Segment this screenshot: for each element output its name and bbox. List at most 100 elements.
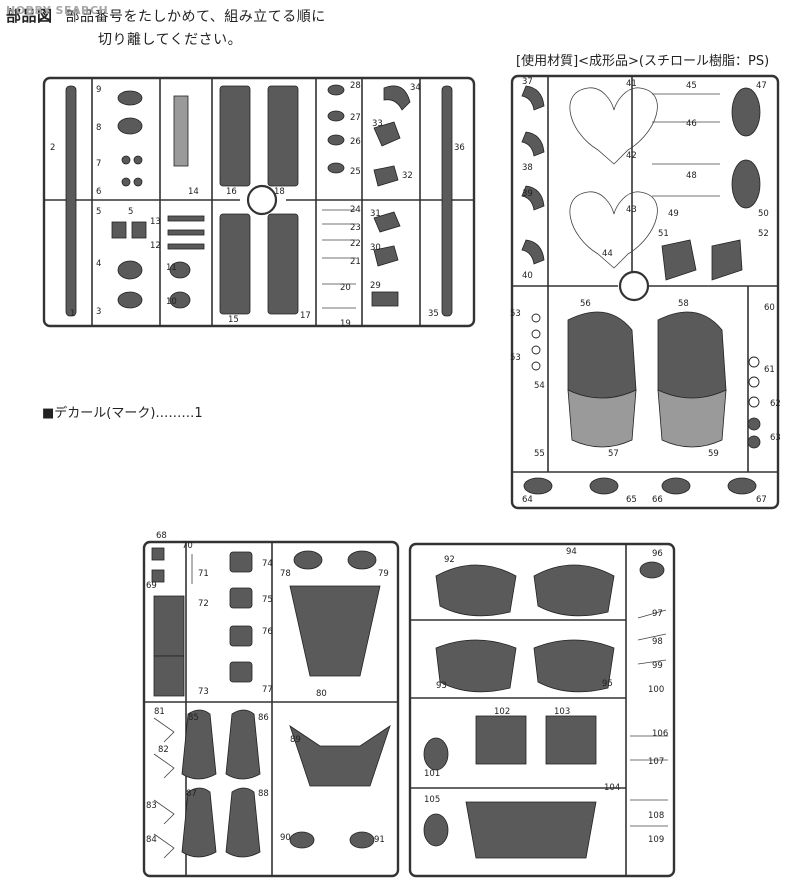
svg-text:97: 97 [652,609,663,619]
diagram-title: 部品図 [6,7,53,25]
svg-text:89: 89 [290,735,301,745]
svg-text:62: 62 [770,399,781,409]
svg-text:20: 20 [340,283,351,293]
svg-text:63: 63 [770,433,781,443]
svg-text:3: 3 [96,307,101,317]
svg-text:21: 21 [350,257,361,267]
svg-text:37: 37 [522,77,533,87]
svg-text:109: 109 [648,835,664,845]
svg-text:5: 5 [128,207,133,217]
svg-text:77: 77 [262,685,273,695]
instruction-line1: 部品番号をたしかめて、組み立てる順に [65,9,326,25]
svg-text:105: 105 [424,795,440,805]
svg-text:73: 73 [198,687,209,697]
svg-text:22: 22 [350,239,361,249]
svg-text:7: 7 [96,159,101,169]
svg-text:87: 87 [186,789,197,799]
svg-text:34: 34 [410,83,421,93]
svg-text:70: 70 [182,541,193,551]
svg-text:43: 43 [626,205,637,215]
svg-text:35: 35 [428,309,439,319]
svg-text:55: 55 [534,449,545,459]
svg-text:79: 79 [378,569,389,579]
svg-text:23: 23 [350,223,361,233]
svg-text:19: 19 [340,319,351,329]
svg-text:75: 75 [262,595,273,605]
svg-text:107: 107 [648,757,664,767]
svg-text:29: 29 [370,281,381,291]
svg-text:27: 27 [350,113,361,123]
svg-text:98: 98 [652,637,663,647]
svg-text:104: 104 [604,783,620,793]
svg-text:103: 103 [554,707,570,717]
svg-text:84: 84 [146,835,157,845]
svg-text:85: 85 [188,713,199,723]
svg-text:26: 26 [350,137,361,147]
svg-text:92: 92 [444,555,455,565]
svg-text:81: 81 [154,707,165,717]
svg-text:83: 83 [146,801,157,811]
svg-text:45: 45 [686,81,697,91]
svg-text:100: 100 [648,685,664,695]
svg-text:8: 8 [96,123,101,133]
svg-text:59: 59 [708,449,719,459]
svg-text:58: 58 [678,299,689,309]
svg-text:52: 52 [758,229,769,239]
svg-text:33: 33 [372,119,383,129]
svg-text:60: 60 [764,303,775,313]
svg-text:47: 47 [756,81,767,91]
svg-text:90: 90 [280,833,291,843]
svg-text:31: 31 [370,209,381,219]
svg-text:10: 10 [166,297,177,307]
svg-text:72: 72 [198,599,209,609]
svg-text:66: 66 [652,495,663,505]
svg-text:15: 15 [228,315,239,325]
decal-note: ■デカール(マーク)………1 [42,406,203,421]
header: 部品図 部品番号をたしかめて、組み立てる順に [6,6,426,27]
svg-text:12: 12 [150,241,161,251]
svg-text:78: 78 [280,569,291,579]
svg-text:53: 53 [510,309,521,319]
svg-text:56: 56 [580,299,591,309]
svg-text:17: 17 [300,311,311,321]
svg-text:61: 61 [764,365,775,375]
svg-text:40: 40 [522,271,533,281]
svg-text:46: 46 [686,119,697,129]
svg-text:24: 24 [350,205,361,215]
svg-text:30: 30 [370,243,381,253]
svg-text:54: 54 [534,381,545,391]
material-note: [使用材質]<成形品>(スチロール樹脂：PS) [516,54,770,69]
svg-text:53: 53 [510,353,521,363]
svg-text:95: 95 [602,679,613,689]
svg-text:2: 2 [50,143,55,153]
svg-text:18: 18 [274,187,285,197]
svg-text:68: 68 [156,531,167,541]
svg-text:5: 5 [96,207,101,217]
svg-text:67: 67 [756,495,767,505]
svg-text:25: 25 [350,167,361,177]
svg-text:71: 71 [198,569,209,579]
svg-text:1: 1 [70,309,75,319]
svg-text:6: 6 [96,187,101,197]
svg-text:14: 14 [188,187,199,197]
svg-text:44: 44 [602,249,613,259]
svg-text:57: 57 [608,449,619,459]
svg-text:102: 102 [494,707,510,717]
svg-text:32: 32 [402,171,413,181]
svg-text:50: 50 [758,209,769,219]
svg-text:38: 38 [522,163,533,173]
svg-text:65: 65 [626,495,637,505]
svg-text:80: 80 [316,689,327,699]
svg-text:41: 41 [626,79,637,89]
svg-text:74: 74 [262,559,273,569]
svg-text:48: 48 [686,171,697,181]
svg-text:9: 9 [96,85,101,95]
svg-text:69: 69 [146,581,157,591]
svg-text:42: 42 [626,151,637,161]
svg-text:82: 82 [158,745,169,755]
svg-text:16: 16 [226,187,237,197]
svg-text:91: 91 [374,835,385,845]
